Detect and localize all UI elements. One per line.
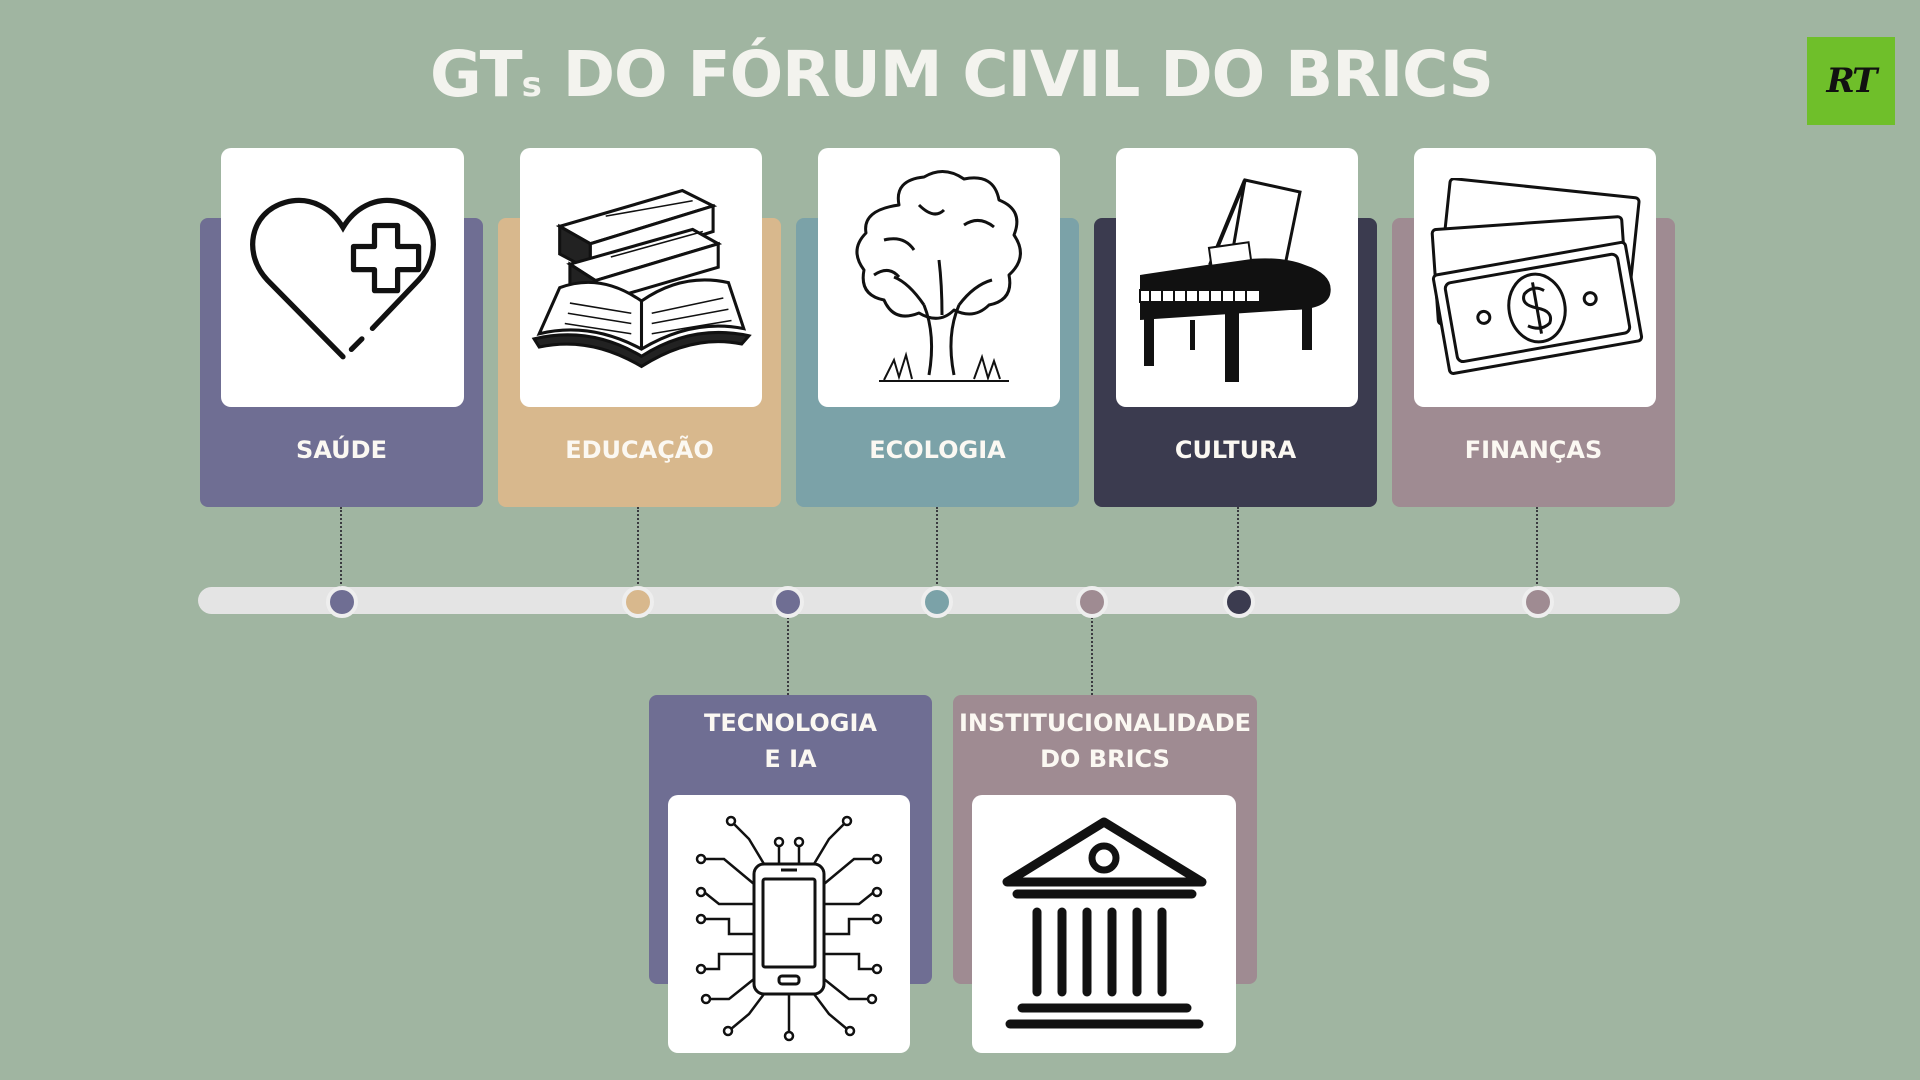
tree-icon [855, 170, 1022, 382]
rt-logo-text: RT [1826, 61, 1878, 101]
timeline-node-ecologia [921, 586, 953, 618]
card-cultura-label: CULTURA [1174, 436, 1297, 464]
rt-logo: RT [1807, 37, 1895, 125]
title-rest: DO FÓRUM CIVIL DO BRICS [562, 38, 1494, 111]
connector-educacao [637, 507, 639, 592]
card-tecnologia-label-2: E IA [764, 745, 817, 773]
connector-financas [1536, 507, 1538, 592]
connector-saude [340, 507, 342, 592]
card-ecologia-label: ECOLOGIA [869, 436, 1006, 464]
card-saude-label: SAÚDE [296, 436, 387, 464]
tile-ecologia [818, 148, 1060, 407]
timeline-node-tecnologia [772, 586, 804, 618]
tile-saude [221, 148, 464, 407]
title-suffix: s [521, 65, 542, 105]
timeline-node-saude [326, 586, 358, 618]
card-educacao-label: EDUCAÇÃO [565, 436, 714, 464]
tile-tecnologia [668, 795, 910, 1053]
connector-institucionalidade [1091, 610, 1093, 695]
tile-educacao [520, 148, 762, 407]
money-bills-icon [1430, 177, 1644, 375]
timeline-node-institucionalidade [1076, 586, 1108, 618]
grand-piano-icon [1138, 178, 1331, 382]
connector-ecologia [936, 507, 938, 592]
timeline-node-educacao [622, 586, 654, 618]
tile-cultura [1116, 148, 1358, 407]
books-icon [531, 188, 752, 369]
timeline-node-cultura [1223, 586, 1255, 618]
title-gt: GT [430, 38, 523, 111]
page-title: GTs DO FÓRUM CIVIL DO BRICS [430, 38, 1494, 111]
card-institucionalidade-label-1: INSTITUCIONALIDADE [958, 709, 1252, 737]
card-tecnologia-label-1: TECNOLOGIA [704, 709, 877, 737]
connector-cultura [1237, 507, 1239, 592]
institution-building-icon [1002, 817, 1206, 1028]
card-institucionalidade-label-2: DO BRICS [1040, 745, 1170, 773]
tile-institucionalidade [972, 795, 1236, 1053]
heart-cross-icon [249, 197, 436, 359]
smartphone-circuit-icon [695, 815, 883, 1042]
card-financas-label: FINANÇAS [1464, 436, 1603, 464]
timeline-node-financas [1522, 586, 1554, 618]
tile-financas [1414, 148, 1656, 407]
connector-tecnologia [787, 610, 789, 695]
